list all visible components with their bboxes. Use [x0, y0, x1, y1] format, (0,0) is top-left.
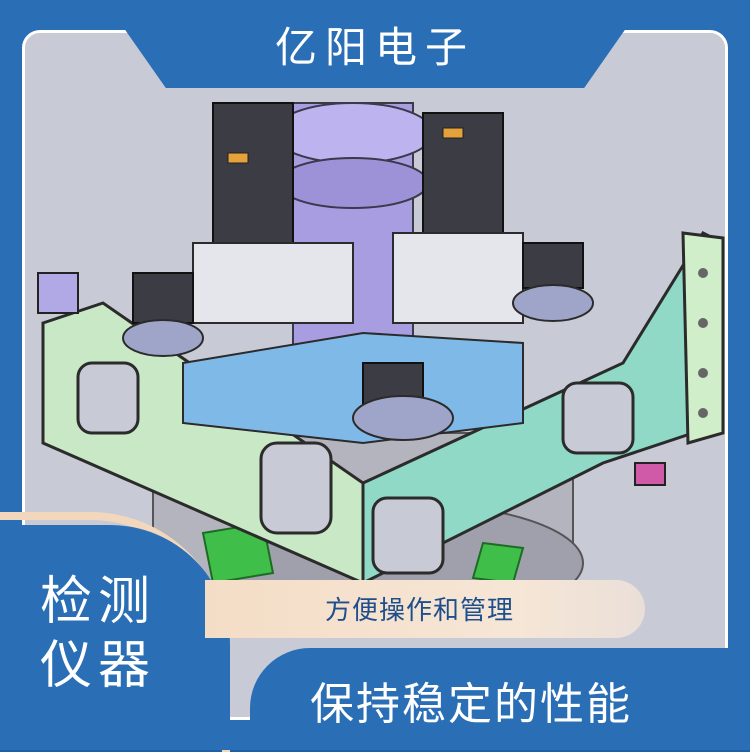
company-name: 亿阳电子: [274, 23, 475, 72]
category-label: 检测 仪器: [40, 570, 200, 698]
category-badge: [0, 525, 230, 750]
feature-text-1: 方便操作和管理: [325, 596, 515, 626]
feature-bar-2: 保持稳定的性能: [250, 648, 750, 750]
category-line-1: 检测: [40, 572, 157, 632]
company-banner: 亿阳电子: [175, 0, 575, 88]
feature-text-2: 保持稳定的性能: [310, 679, 632, 730]
feature-pill-1: 方便操作和管理: [205, 580, 645, 638]
category-line-2: 仪器: [40, 636, 157, 696]
